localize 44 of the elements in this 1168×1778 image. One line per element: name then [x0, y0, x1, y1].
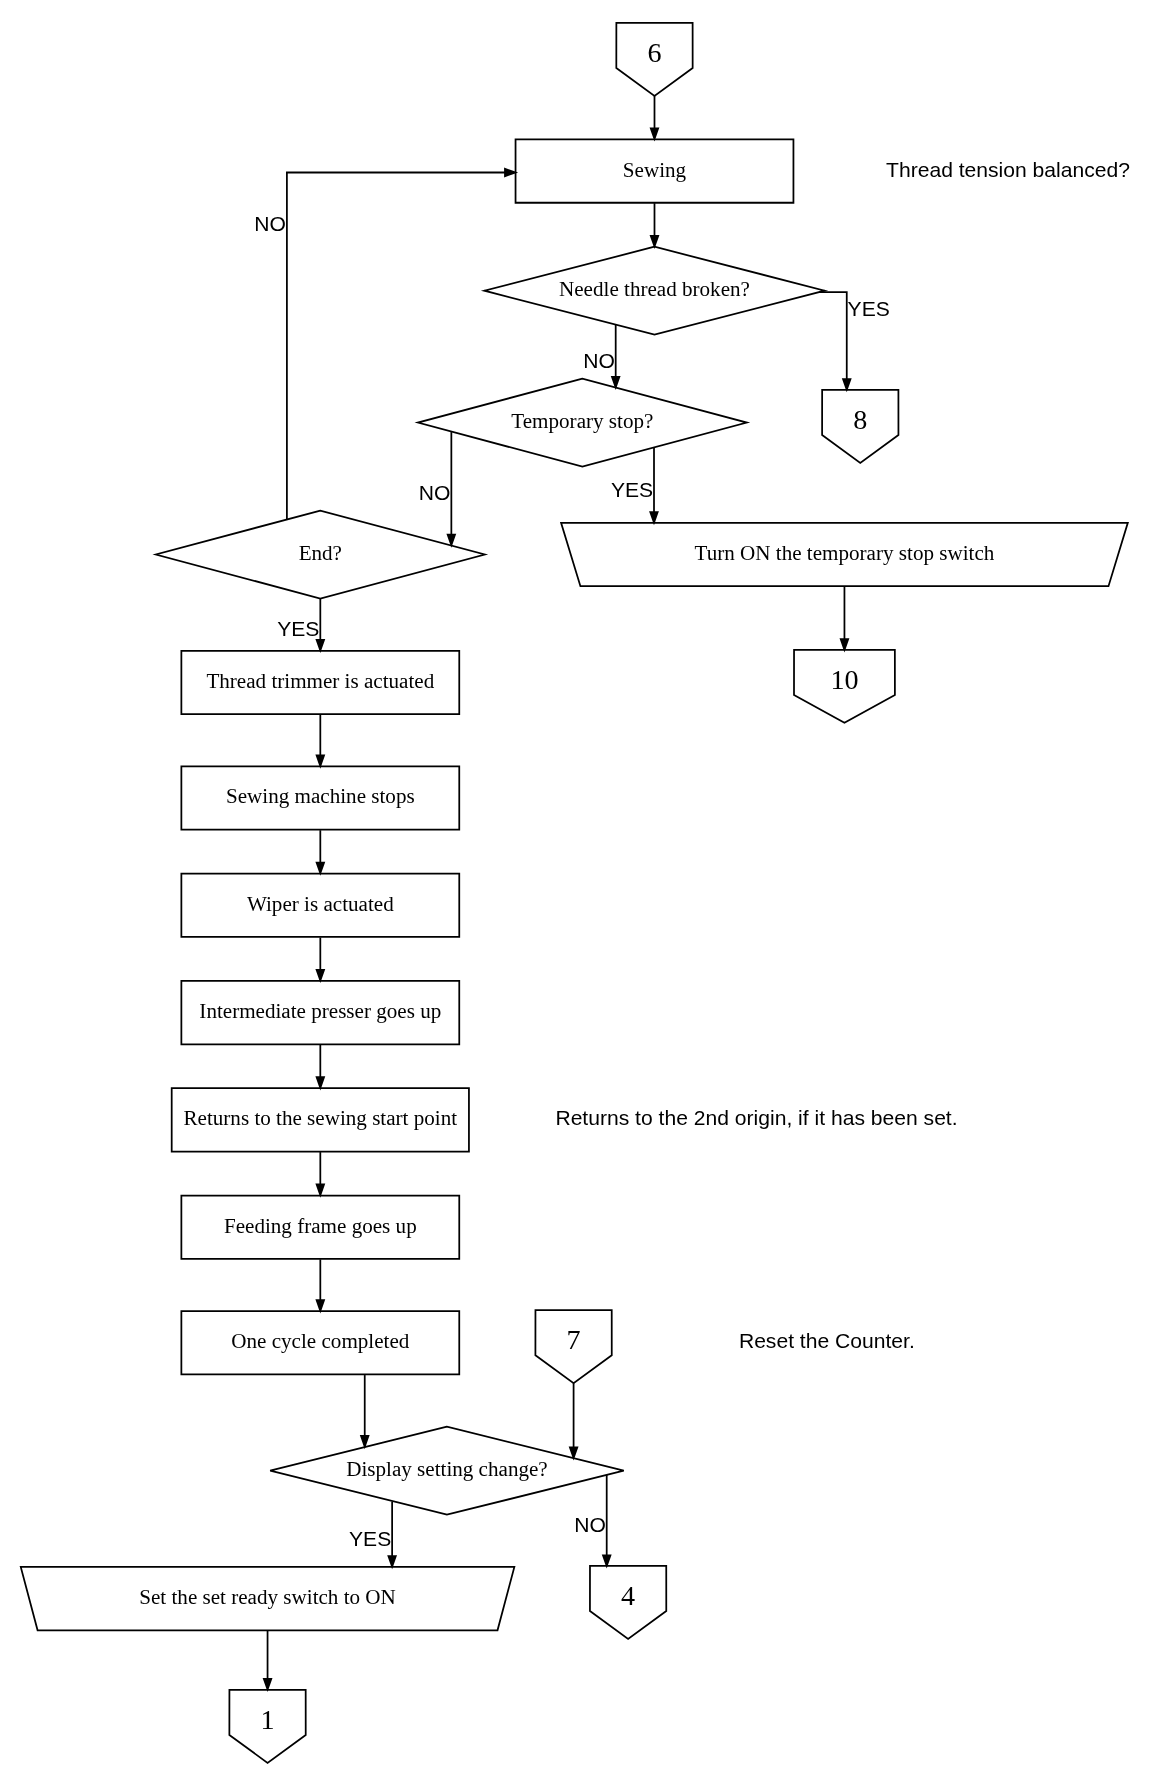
arrow: [315, 1151, 326, 1198]
node-box: Thread trimmer is actuated: [180, 649, 461, 715]
label: Thread tension balanced?: [886, 157, 1130, 181]
arrow: [649, 447, 659, 526]
edge-label: NO: [583, 348, 615, 372]
arrow: [387, 1500, 398, 1570]
arrow: [446, 431, 457, 548]
arrow: [315, 1258, 326, 1314]
edge-label: YES: [349, 1526, 392, 1550]
node-box: Feeding frame goes up: [180, 1194, 461, 1260]
node-diamond: Needle thread broken?: [480, 245, 829, 336]
edge-label: YES: [847, 296, 890, 320]
arrow: [649, 95, 660, 142]
arrow: [568, 1382, 579, 1461]
node-box: Intermediate presser goes up: [180, 980, 461, 1046]
node-box: Set the set ready switch to ON: [19, 1566, 516, 1632]
node-box: Wiper is actuated: [180, 872, 461, 938]
arrow: [610, 323, 621, 391]
arrow: [649, 202, 660, 250]
arrow: [839, 585, 850, 653]
node-box: Sewing machine stops: [180, 765, 461, 831]
arrow: [818, 291, 852, 393]
node-box: Sewing: [514, 138, 795, 204]
arrow: [315, 1043, 326, 1091]
edge-label: YES: [610, 477, 654, 501]
node-box: One cycle completed: [180, 1310, 461, 1376]
node-box: Returns to the sewing start point: [170, 1087, 470, 1153]
node-diamond: Display setting change?: [269, 1425, 625, 1516]
arrow: [315, 936, 326, 984]
node-diamond: End?: [152, 509, 489, 600]
edge-label: NO: [254, 211, 287, 235]
arrow: [315, 597, 326, 654]
arrow: [315, 829, 326, 876]
arrow: [262, 1629, 273, 1693]
arrow: [286, 167, 519, 521]
edge-label: NO: [418, 481, 451, 505]
label: Reset the Counter.: [738, 1329, 915, 1353]
arrow: [601, 1474, 612, 1569]
label: Returns to the 2nd origin, if it has been set.: [555, 1106, 958, 1130]
arrow: [359, 1374, 370, 1450]
arrow: [315, 713, 326, 769]
edge-label: YES: [277, 617, 320, 641]
edge-label: NO: [574, 1513, 606, 1537]
node-box: Turn ON the temporary stop switch: [559, 522, 1129, 588]
